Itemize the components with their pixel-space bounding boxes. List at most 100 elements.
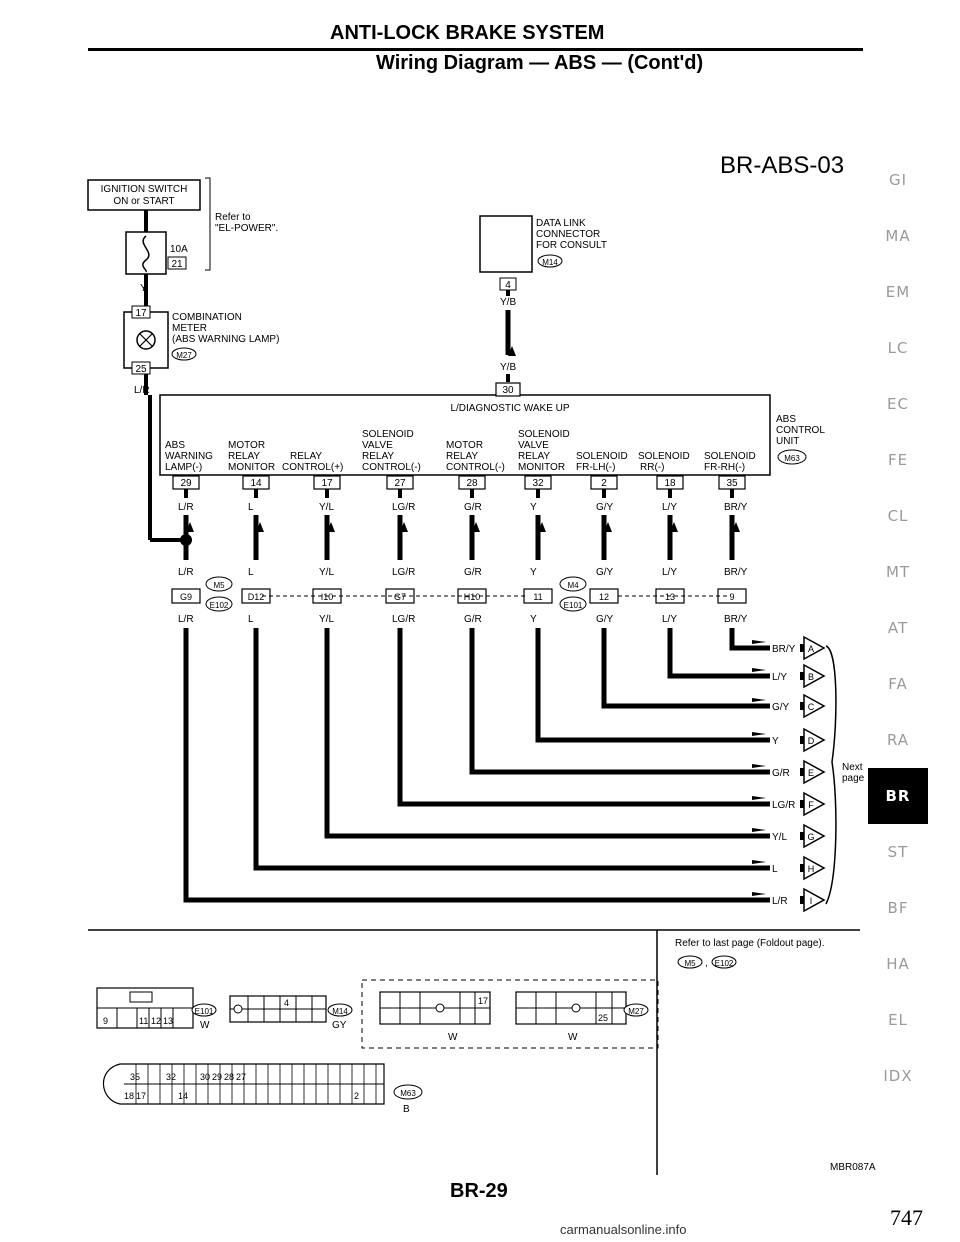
output-route-I [183, 628, 770, 903]
section-tab-fe[interactable]: FE [887, 451, 909, 469]
connector-triangle-icon [803, 791, 826, 817]
junction-pin: G9 [180, 592, 192, 602]
output-arrow-icon [752, 668, 766, 672]
pin-label-27-3: RELAY [362, 451, 394, 462]
connector-m27-face: 17 W 25 W M27 [361, 979, 659, 1049]
output-pin-stub [800, 672, 804, 680]
m63-bot-pin-17: 17 [136, 1091, 146, 1101]
direction-arrow-icon [400, 522, 408, 532]
dlc-line-2: CONNECTOR [536, 229, 600, 240]
dlc-pin: 4 [505, 280, 511, 291]
section-tab-ra[interactable]: RA [886, 731, 910, 749]
wakeup-pin: 30 [502, 385, 514, 396]
junction-pin: G7 [394, 592, 406, 602]
connector-triangle-icon [803, 759, 826, 785]
pin-label-28-1: MOTOR [446, 440, 483, 451]
refer-to-2: "EL-POWER". [215, 223, 278, 234]
m27-w1-color: W [448, 1032, 458, 1043]
direction-arrow-icon [538, 522, 546, 532]
junction-conn-m5: M5 [213, 581, 225, 590]
m63-top-pin-30: 30 [200, 1072, 210, 1082]
unit-pin: 14 [250, 478, 262, 489]
section-tab-st[interactable]: ST [887, 843, 909, 861]
meter-pin-in: 17 [135, 308, 147, 319]
pin-label-32-1: SOLENOID [518, 429, 570, 440]
next-page-label-2: page [842, 773, 865, 784]
e101-badge [191, 1003, 217, 1017]
connector-triangle-icon [803, 855, 826, 881]
wire-color-bottom: Y/L [319, 614, 334, 625]
page-title: ANTI-LOCK BRAKE SYSTEM [330, 22, 605, 44]
wire-color-top: Y/L [319, 502, 334, 513]
unit-pin: 27 [394, 478, 406, 489]
m63-color: B [403, 1104, 410, 1115]
wire-color-bottom: G/R [464, 614, 482, 625]
junction-badge-e102 [205, 596, 233, 612]
fuse-number-box [167, 256, 187, 270]
section-tab-fa[interactable]: FA [888, 675, 908, 693]
section-tab-lc[interactable]: LC [887, 339, 909, 357]
ignition-label-1: IGNITION SWITCH [101, 184, 188, 195]
direction-arrow-icon [186, 522, 194, 532]
section-tab-ha[interactable]: HA [886, 955, 910, 973]
pin-label-32-3: RELAY [518, 451, 550, 462]
m27-group-dashed [361, 979, 659, 1049]
pin-label-27-4: CONTROL(-) [362, 462, 421, 473]
unit-conn: M63 [784, 454, 800, 463]
refer-bracket [205, 177, 211, 271]
section-tab-cl[interactable]: CL [887, 507, 909, 525]
output-arrow-icon [752, 732, 766, 736]
connector-m14-face: 4 M14 GY [229, 995, 353, 1031]
section-tab-el[interactable]: EL [888, 1011, 908, 1029]
junction-pin: D12 [248, 592, 265, 602]
output-arrow-icon [752, 764, 766, 768]
e101-id: E101 [195, 1007, 214, 1016]
meter-pin-17-box [131, 305, 151, 319]
pin-label-14-2: RELAY [228, 451, 260, 462]
pin-label-35-1: SOLENOID [704, 451, 756, 462]
output-letter: A [808, 644, 814, 654]
m27-w1-pin-17: 17 [478, 996, 488, 1006]
section-tab-em[interactable]: EM [885, 283, 911, 301]
m27-w1-key [435, 1003, 445, 1013]
section-tab-mt[interactable]: MT [885, 563, 911, 581]
output-arrow-icon [752, 860, 766, 864]
dlc-conn: M14 [542, 258, 558, 267]
fuse-icon [142, 235, 150, 273]
wire-color-bottom: G/Y [596, 614, 614, 625]
dlc-line-3: FOR CONSULT [536, 240, 607, 251]
wakeup-pin-box [495, 382, 521, 397]
page-subtitle: Wiring Diagram — ABS — (Cont'd) [376, 52, 704, 74]
output-letter: E [808, 768, 814, 778]
section-tab-ma[interactable]: MA [885, 227, 911, 245]
output-pin-stub [800, 864, 804, 872]
unit-pin: 28 [466, 478, 478, 489]
section-tab-idx[interactable]: IDX [883, 1067, 913, 1085]
refer-to-1: Refer to [215, 212, 251, 223]
dlc-arrow-icon [508, 346, 516, 356]
output-pin-stub [800, 768, 804, 776]
connector-m63-face: 35 32 30 29 28 27 18 17 14 2 M63 B [102, 1063, 423, 1115]
fuse-number: 21 [171, 259, 183, 270]
refer-conn-2: E102 [715, 959, 734, 968]
unit-conn-badge [777, 449, 807, 465]
output-wire-color: G/R [772, 768, 790, 779]
connector-triangle-icon [803, 727, 826, 753]
header-rule [88, 48, 863, 51]
junction-pin: 12 [599, 592, 609, 602]
e101-latch [129, 991, 153, 1003]
meter-wire-out: L/R [134, 385, 150, 396]
section-tab-gi[interactable]: GI [888, 171, 908, 189]
section-tab-br[interactable]: BR [868, 768, 928, 824]
e101-pin-11: 11 [139, 1016, 148, 1026]
refer-badge-m5 [677, 955, 703, 969]
section-tab-bf[interactable]: BF [887, 899, 909, 917]
section-tab-ec[interactable]: EC [887, 395, 909, 413]
output-arrow-icon [752, 828, 766, 832]
output-pin-stub [800, 832, 804, 840]
section-tab-at[interactable]: AT [887, 619, 909, 637]
wire-color-bottom: L/R [178, 614, 194, 625]
direction-arrow-icon [732, 522, 740, 532]
wire-color-mid: LG/R [392, 567, 415, 578]
output-route-G [324, 628, 770, 839]
